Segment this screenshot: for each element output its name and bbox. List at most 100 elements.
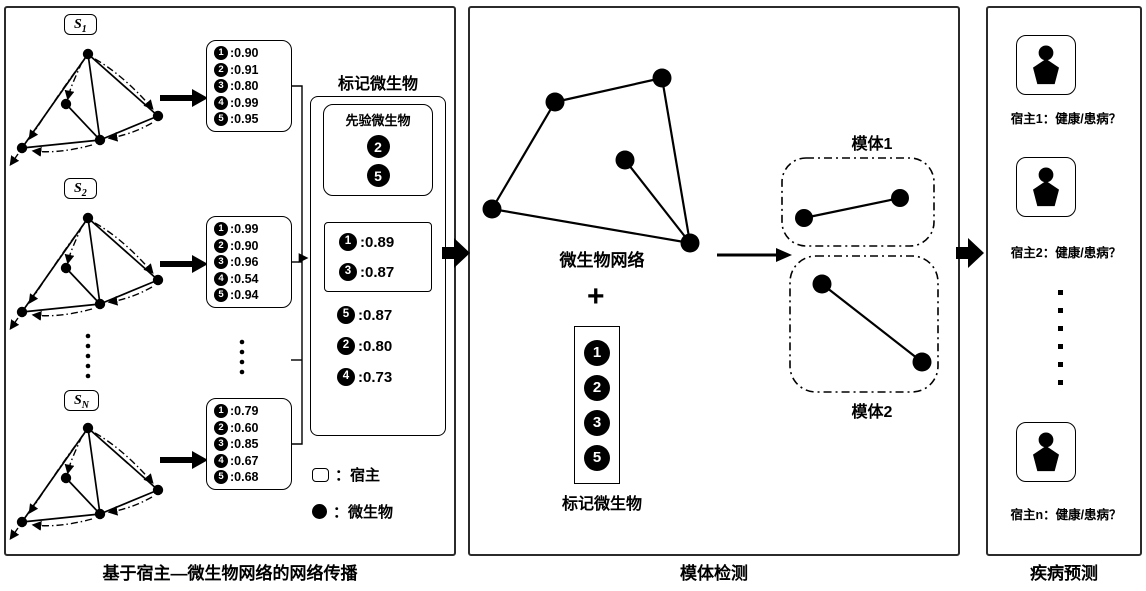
score-value: :0.60 — [230, 420, 259, 435]
microbe-network-edges — [491, 76, 692, 245]
microbe-badge: 5 — [214, 288, 228, 302]
microbe-badge: 3 — [214, 255, 228, 269]
score-row: 2:0.91 — [214, 62, 284, 77]
score-row: 5:0.95 — [214, 112, 284, 126]
score-row: 3:0.80 — [214, 79, 284, 93]
microbe-network-nodes — [482, 68, 700, 253]
motif-2-graph — [812, 274, 932, 372]
score-value: :0.85 — [230, 437, 259, 451]
other-scores: 5:0.87 2:0.80 4:0.73 — [311, 292, 445, 386]
microbe-badge: 2 — [214, 420, 228, 435]
ellipsis-dots — [1058, 290, 1063, 385]
network-propagation-panel: S1 S2 SN 1:0.90 2:0.91 3:0.80 4:0.99 5:0… — [4, 6, 456, 556]
microbe-badge: 3 — [214, 79, 228, 93]
marked-microbes-label: 标记微生物 — [561, 496, 642, 513]
disease-prediction-panel: 宿主1：健康/患病？ 宿主2：健康/患病？ 宿主n：健康/患病？ — [986, 6, 1142, 556]
host-letter: S — [74, 181, 82, 196]
score-row: 5:0.87 — [337, 306, 445, 324]
score-value: :0.90 — [230, 238, 259, 253]
microbe-badge: 2 — [366, 135, 390, 158]
microbe-badge: 3 — [214, 437, 228, 451]
score-connectors — [291, 85, 309, 445]
score-list-sn: 1:0.79 2:0.60 3:0.85 4:0.67 5:0.68 — [206, 398, 292, 490]
microbe-network-label: 微生物网络 — [559, 251, 645, 270]
person-icon — [1033, 45, 1059, 85]
host-letter: S — [74, 393, 82, 408]
legend-microbe: ：微生物 — [312, 501, 393, 522]
top-scores-box: 1:0.89 3:0.87 — [324, 222, 432, 292]
host-letter: S — [74, 17, 82, 32]
score-row: 5:0.94 — [214, 288, 284, 302]
score-value: :0.54 — [230, 271, 259, 286]
microbe-badge: 4 — [214, 271, 228, 286]
score-row: 3:0.96 — [214, 255, 284, 269]
score-row: 1:0.90 — [214, 46, 284, 60]
panel-arrow-1 — [442, 238, 470, 268]
middle-panel-caption: 模体检测 — [680, 564, 748, 583]
score-value: :0.80 — [358, 337, 393, 355]
score-row: 2:0.60 — [214, 420, 284, 435]
score-value: :0.90 — [230, 46, 259, 60]
microbe-badge: 5 — [584, 444, 610, 471]
score-row: 3:0.87 — [339, 263, 431, 281]
microbe-badge: 4 — [337, 368, 355, 386]
microbe-badge: 2 — [584, 374, 610, 401]
host-network-1 — [9, 48, 164, 167]
legend: ：宿主 ：微生物 — [312, 464, 393, 522]
host-label-s1: S1 — [64, 14, 97, 35]
host-card-n — [1016, 422, 1076, 482]
propagation-arrows — [160, 89, 208, 469]
left-panel-graphics — [9, 48, 309, 541]
detection-arrow — [717, 248, 792, 262]
microbe-badge: 1 — [214, 404, 228, 418]
score-row: 2:0.80 — [337, 337, 445, 355]
left-panel-caption: 基于宿主—微生物网络的网络传播 — [102, 564, 358, 583]
host-network-n — [9, 422, 164, 541]
host-sub: N — [81, 399, 90, 411]
score-value: :0.96 — [230, 255, 259, 269]
microbe-badge: 4 — [214, 95, 228, 110]
marked-microbes-title: 标记微生物 — [337, 76, 418, 93]
score-value: :0.91 — [230, 62, 259, 77]
score-row: 4:0.99 — [214, 95, 284, 110]
marked-microbes-box: 先验微生物 2 5 1:0.89 3:0.87 5:0.87 2:0.80 4:… — [310, 96, 446, 436]
host-label-s2: S2 — [64, 178, 97, 199]
plus-sign: + — [587, 280, 605, 313]
microbe-badge: 2 — [337, 337, 355, 355]
host-card-2 — [1016, 157, 1076, 217]
score-row: 4:0.73 — [337, 368, 445, 386]
score-value: :0.67 — [230, 453, 259, 468]
score-row: 1:0.99 — [214, 222, 284, 236]
score-row: 1:0.79 — [214, 404, 284, 418]
score-value: :0.95 — [230, 112, 259, 126]
microbe-badge: 1 — [214, 222, 228, 236]
microbe-badge: 5 — [214, 470, 228, 484]
score-row: 1:0.89 — [339, 233, 431, 251]
legend-host-label: ：宿主 — [335, 467, 381, 484]
score-row: 4:0.54 — [214, 271, 284, 286]
microbe-symbol — [312, 504, 327, 519]
microbe-badge: 1 — [339, 233, 357, 251]
score-row: 2:0.90 — [214, 238, 284, 253]
person-icon — [1033, 432, 1059, 472]
score-value: :0.79 — [230, 404, 259, 418]
score-list-s1: 1:0.90 2:0.91 3:0.80 4:0.99 5:0.95 — [206, 40, 292, 132]
score-row: 3:0.85 — [214, 437, 284, 451]
motif-2-box — [789, 255, 939, 393]
person-icon — [1033, 167, 1059, 207]
score-value: :0.94 — [230, 288, 259, 302]
motif-1-box — [781, 157, 935, 247]
motif-1-label: 模体1 — [851, 136, 893, 153]
score-value: :0.89 — [360, 233, 395, 251]
microbe-badge: 2 — [214, 238, 228, 253]
motif-1-graph — [795, 189, 909, 227]
legend-host: ：宿主 — [312, 464, 393, 485]
score-value: :0.87 — [360, 263, 395, 281]
score-list-s2: 1:0.99 2:0.90 3:0.96 4:0.54 5:0.94 — [206, 216, 292, 308]
host-network-2 — [9, 212, 164, 331]
prior-microbes-box: 先验微生物 2 5 — [323, 104, 433, 196]
host-sub: 2 — [81, 187, 87, 199]
microbe-badge: 2 — [214, 62, 228, 77]
score-row: 4:0.67 — [214, 453, 284, 468]
